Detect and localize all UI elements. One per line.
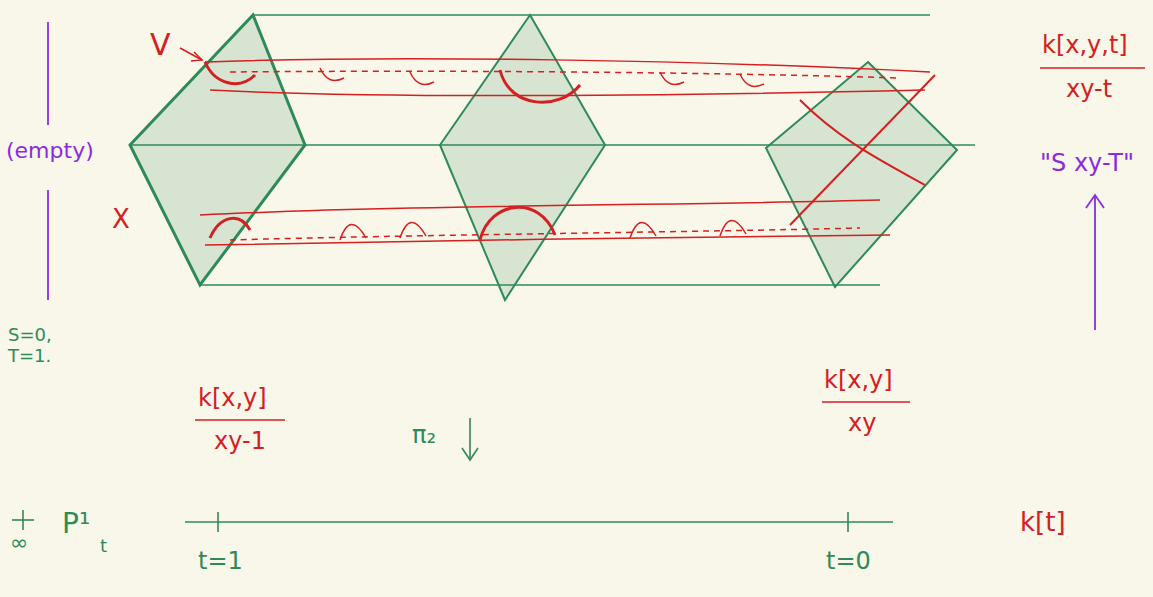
point-label: t=1 — [198, 548, 243, 576]
ring-numerator: k[x,y] — [824, 367, 893, 395]
ring-denominator: xy — [848, 410, 876, 438]
projection-label: π₂ — [412, 422, 436, 450]
base-ring: k[t] — [1020, 508, 1066, 538]
ring-numerator: k[x,y] — [198, 385, 267, 413]
point-label: t=0 — [826, 548, 871, 576]
base-line-subscript: t — [100, 536, 107, 557]
chart-note: S=0, T=1. — [8, 325, 68, 366]
plane-label: V — [150, 28, 171, 63]
ring-denominator: xy-t — [1066, 76, 1112, 104]
ring-denominator: xy-1 — [214, 428, 266, 456]
base-line — [12, 418, 893, 532]
hyperbola-curves — [180, 48, 1145, 420]
infinity-point: ∞ — [10, 530, 28, 555]
empty-note: (empty) — [6, 138, 94, 163]
ring-numerator: k[x,y,t] — [1042, 32, 1128, 60]
purple-marks — [48, 22, 1104, 330]
curve-label: X — [112, 205, 130, 235]
relative-spec-note: "S xy-T" — [1040, 150, 1134, 178]
base-line-name: P¹ — [62, 508, 90, 540]
fiber-planes — [130, 15, 957, 300]
